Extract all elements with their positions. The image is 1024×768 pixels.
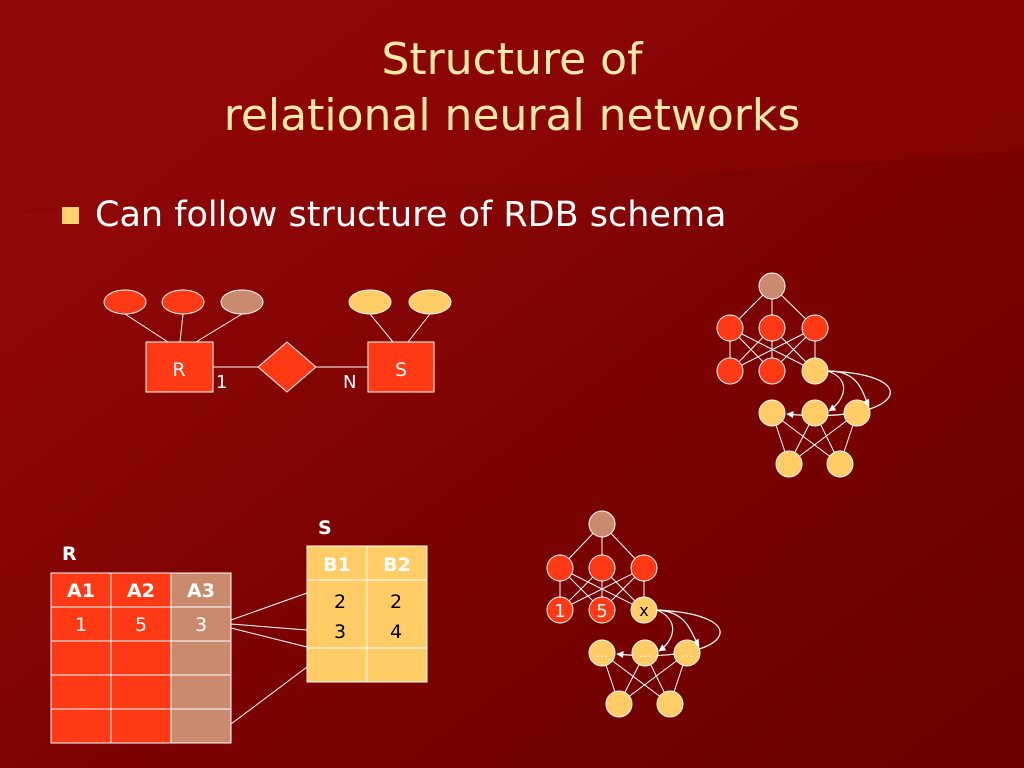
nn2-hidden-node xyxy=(546,554,574,582)
table-s-gridlines xyxy=(306,545,428,683)
nn1-edges xyxy=(729,285,858,465)
table-r-cell: 5 xyxy=(135,614,147,636)
attribute-ellipse-b2 xyxy=(408,289,452,315)
entity-box-r xyxy=(145,341,214,393)
table-r-header: A3 xyxy=(187,580,215,602)
nn1-link-node xyxy=(801,357,829,385)
nn1-sub-input-node xyxy=(826,450,854,478)
entity-label-r: R xyxy=(172,359,185,381)
er-diagram: R S 1 N xyxy=(103,289,452,393)
nn1-sub-output-node xyxy=(843,399,871,427)
nn2-sub-input-node xyxy=(656,690,684,718)
table-s-cell: 4 xyxy=(390,621,402,643)
bullet-square-icon xyxy=(62,206,79,224)
nn1-hidden-node xyxy=(801,314,829,342)
table-r-label: R xyxy=(62,543,77,565)
entity-box-s xyxy=(367,341,435,393)
table-r-cell: 1 xyxy=(75,614,87,636)
nn1-output-node xyxy=(758,272,786,300)
nn2-hidden-node xyxy=(588,554,616,582)
nn2-link-value: x xyxy=(639,601,648,620)
table-s-header: B1 xyxy=(323,554,351,576)
table-link-lines xyxy=(230,592,308,725)
title-line-1: Structure of xyxy=(381,34,643,85)
bullet-item: Can follow structure of RDB schema xyxy=(62,190,727,240)
relationship-diamond xyxy=(257,341,317,393)
nn1-sub-input-node xyxy=(775,450,803,478)
entity-label-s: S xyxy=(395,359,407,381)
table-s-cell: 2 xyxy=(390,591,402,613)
attribute-ellipse-a3 xyxy=(220,289,264,315)
nn2-hidden-node xyxy=(630,554,658,582)
nn2-input-node xyxy=(546,596,574,624)
nn2-sub-output-node xyxy=(631,639,659,667)
nn2-sub-output-value: … xyxy=(639,646,651,660)
table-s-header: B2 xyxy=(383,554,411,576)
table-r-header: A1 xyxy=(67,580,95,602)
nn2-input-value: 1 xyxy=(554,601,565,622)
table-s-label: S xyxy=(318,517,332,539)
nn1-hidden-node xyxy=(758,314,786,342)
neural-network-2: 1 5 x … … … xyxy=(546,510,721,718)
table-r-gridlines xyxy=(50,572,232,744)
nn2-link-node xyxy=(630,596,658,624)
slide-title: Structure of relational neural networks xyxy=(0,32,1024,144)
bullet-text: Can follow structure of RDB schema xyxy=(95,195,727,235)
nn2-sub-output-node xyxy=(673,639,701,667)
table-r-cell: 3 xyxy=(195,614,207,636)
nn2-edges xyxy=(559,523,688,705)
nn1-input-node xyxy=(758,357,786,385)
nn2-sub-output-value: … xyxy=(596,646,608,660)
nn2-input-node xyxy=(588,596,616,624)
neural-network-1 xyxy=(716,272,891,478)
attribute-ellipse-b1 xyxy=(348,289,392,315)
title-line-2: relational neural networks xyxy=(223,90,801,141)
table-r: R A1 A2 A3 1 5 3 xyxy=(50,543,232,744)
table-r-header: A2 xyxy=(127,580,155,602)
table-s-cell: 2 xyxy=(334,591,346,613)
nn2-sub-input-node xyxy=(605,690,633,718)
nn1-hidden-node xyxy=(716,314,744,342)
nn2-output-node xyxy=(588,510,616,538)
nn2-sub-output-value: … xyxy=(681,646,693,660)
cardinality-right: N xyxy=(343,372,356,393)
table-s: S B1 B2 2 2 3 4 xyxy=(306,517,428,683)
er-connector-lines xyxy=(124,313,431,368)
attribute-ellipse-a1 xyxy=(103,289,147,315)
attribute-ellipse-a2 xyxy=(161,289,205,315)
nn1-sub-output-node xyxy=(758,399,786,427)
nn1-sub-output-node xyxy=(801,399,829,427)
nn1-input-node xyxy=(716,357,744,385)
nn2-input-value: 5 xyxy=(596,601,607,622)
cardinality-left: 1 xyxy=(216,372,227,393)
table-s-cell: 3 xyxy=(334,621,346,643)
nn2-sub-output-node xyxy=(588,639,616,667)
